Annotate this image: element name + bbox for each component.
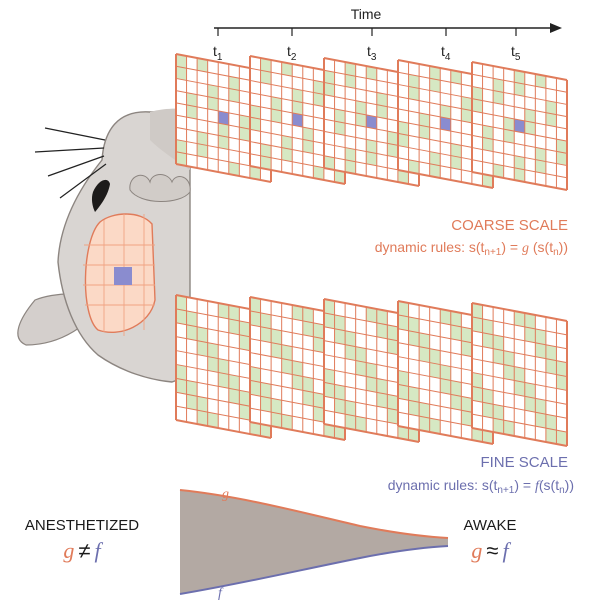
time-tick-label: t5 — [511, 43, 521, 63]
convergence-funnel: g f — [179, 487, 449, 600]
funnel-area — [180, 490, 448, 594]
time-tick-label: t2 — [287, 43, 297, 63]
coarse-scale-title: COARSE SCALE — [451, 217, 568, 234]
awake-label: AWAKE — [463, 517, 516, 534]
grid-frame — [175, 53, 272, 183]
anesthetized-relation: g≠f — [63, 538, 103, 563]
center-patch — [514, 118, 525, 134]
grid-frame — [471, 302, 568, 447]
rat-snout — [129, 174, 191, 202]
coarse-scale-frames — [175, 53, 568, 191]
fine-rule: dynamic rules: s(tn+1) = f(s(tn)) — [388, 477, 574, 496]
rat-eye — [91, 179, 110, 212]
center-patch — [292, 112, 303, 128]
center-patch — [440, 116, 451, 132]
rat-head-illustration — [17, 108, 191, 383]
time-label: Time — [351, 6, 382, 22]
anesthetized-label: ANESTHETIZED — [25, 517, 139, 534]
awake-relation: g≈f — [471, 538, 511, 563]
grid-frame — [471, 61, 568, 191]
cortex-fine-patch — [114, 267, 132, 285]
f-curve — [179, 545, 449, 595]
time-tick-label: t3 — [367, 43, 377, 63]
time-tick-label: t1 — [213, 43, 223, 63]
center-patch — [218, 110, 229, 126]
f-curve-label: f — [218, 586, 224, 600]
time-arrowhead — [550, 23, 562, 33]
grid-frame — [175, 294, 272, 439]
cortex-grid — [83, 214, 155, 336]
rat-whiskers — [34, 127, 107, 199]
time-axis: Time t1 t2 t3 t4 t5 — [213, 6, 562, 63]
g-curve — [179, 489, 449, 539]
time-tick-label: t4 — [441, 43, 451, 63]
fine-scale-title: FINE SCALE — [480, 454, 568, 471]
fine-scale-frames — [175, 294, 568, 447]
grid-frame — [397, 59, 494, 189]
center-patch — [366, 114, 377, 130]
coarse-rule: dynamic rules: s(tn+1) = g (s(tn)) — [375, 239, 568, 258]
g-curve-label: g — [222, 487, 229, 502]
